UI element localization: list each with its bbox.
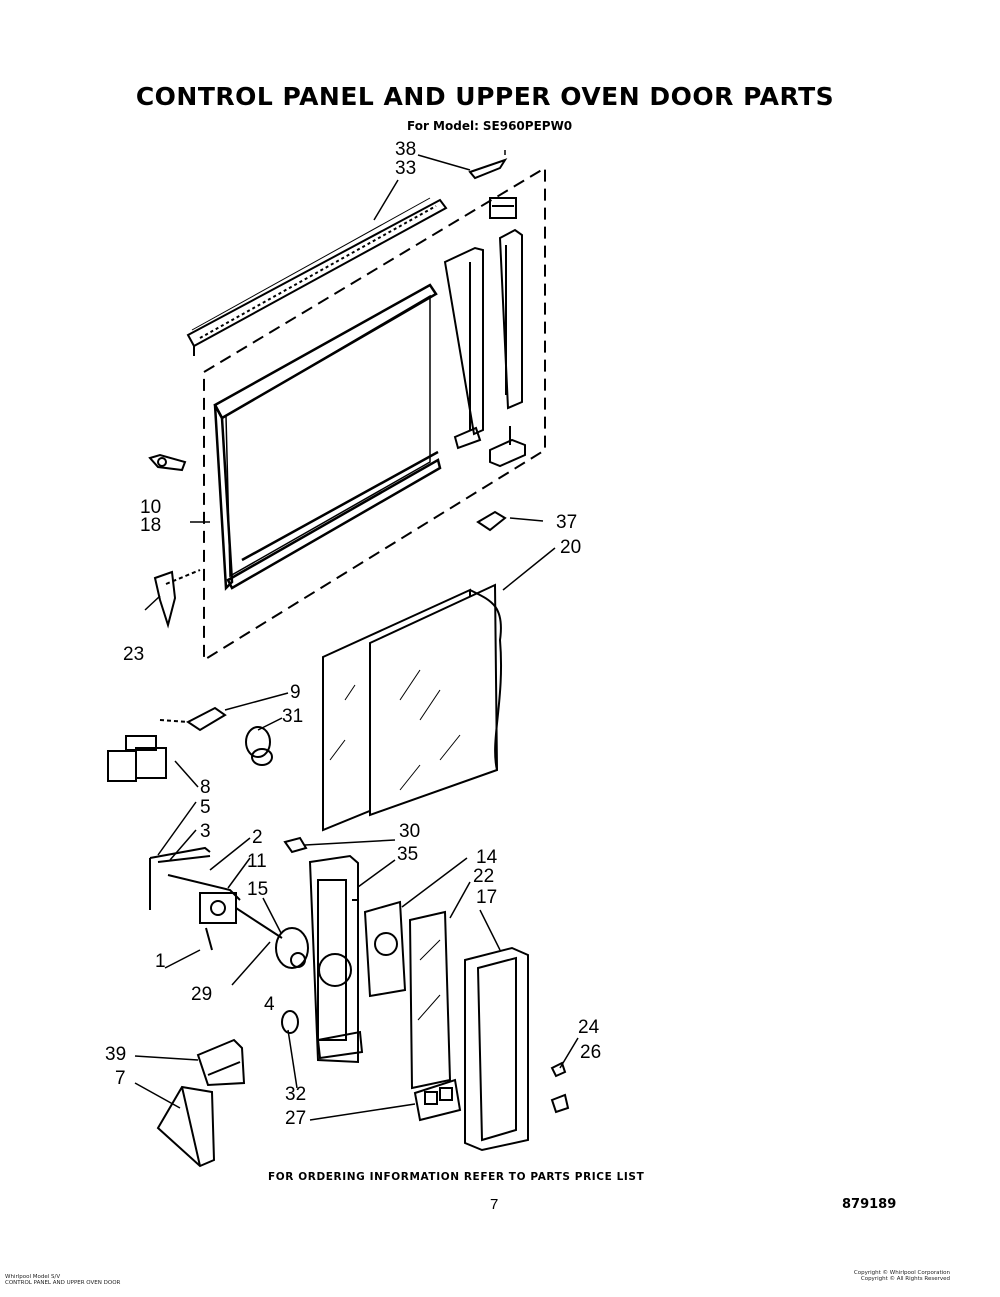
knob-32 [281, 1010, 299, 1034]
top-trim-strip [186, 197, 448, 356]
bottom-left-caption: Whirlpool Model S/V CONTROL PANEL AND UP… [5, 1274, 120, 1286]
switch-plate-27 [413, 1078, 462, 1122]
callout-10: 10 [140, 497, 162, 518]
bottom-left-line2: CONTROL PANEL AND UPPER OVEN DOOR [5, 1280, 121, 1286]
glass-panels [322, 583, 503, 832]
callout-17: 17 [476, 887, 498, 908]
glass-22 [408, 910, 452, 1090]
door-frame [213, 283, 442, 591]
relay-8 [107, 735, 167, 782]
callout-18: 18 [140, 515, 162, 536]
callout-7: 7 [115, 1068, 126, 1089]
corner-bracket-top [489, 197, 517, 219]
bracket-39 [196, 1038, 246, 1087]
callout-5: 5 [200, 797, 211, 818]
model-label: For Model: [407, 119, 479, 133]
diagram-number: 879189 [842, 1197, 897, 1212]
model-line: For Model:SE960PEPW0 [403, 119, 572, 133]
inner-frame-vertical [443, 246, 484, 450]
dial-29 [275, 927, 309, 969]
thermostat-assembly [149, 846, 283, 951]
screw-26 [550, 1093, 570, 1114]
callout-32: 32 [285, 1084, 307, 1105]
clock-14 [363, 900, 407, 998]
callout-26: 26 [580, 1042, 602, 1063]
callout-37: 37 [556, 512, 578, 533]
callout-4: 4 [264, 994, 275, 1015]
hinge-23 [153, 569, 201, 629]
bottom-left-line1: Whirlpool Model S/V [5, 1274, 61, 1280]
callout-29: 29 [191, 984, 213, 1005]
bottom-right-line1: Copyright © Whirlpool Corporation [853, 1270, 950, 1276]
side-channel-right [498, 228, 523, 410]
callout-14: 14 [476, 847, 498, 868]
callout-9: 9 [290, 682, 301, 703]
callout-24: 24 [578, 1017, 600, 1038]
control-panel-35 [308, 854, 364, 1064]
callout-38: 38 [395, 139, 417, 160]
page-title: CONTROL PANEL AND UPPER OVEN DOOR PARTS [135, 82, 835, 111]
callout-39: 39 [105, 1044, 127, 1065]
callout-20: 20 [560, 537, 582, 558]
callout-27: 27 [285, 1108, 307, 1129]
clip-38 [468, 158, 508, 180]
callout-31: 31 [282, 706, 304, 727]
callout-1: 1 [155, 951, 166, 972]
bracket-37 [476, 510, 507, 532]
leader-lines [134, 150, 579, 1121]
switch-9 [159, 706, 227, 732]
callout-2: 2 [252, 827, 263, 848]
callout-22: 22 [473, 866, 495, 887]
callout-33: 33 [395, 158, 417, 179]
trim-frame-17 [464, 946, 529, 1152]
model-number: SE960PEPW0 [482, 119, 573, 133]
callout-11: 11 [247, 851, 267, 872]
callout-30: 30 [399, 821, 421, 842]
bottom-right-line2: Copyright © All Rights Reserved [860, 1276, 950, 1282]
cover-7 [156, 1085, 216, 1168]
callout-15: 15 [247, 879, 269, 900]
knob-31 [245, 726, 273, 766]
callout-8: 8 [200, 777, 211, 798]
ordering-note: FOR ORDERING INFORMATION REFER TO PARTS … [268, 1171, 645, 1183]
screw-24 [550, 1061, 567, 1078]
corner-bracket-bottom [489, 426, 526, 468]
bottom-right-caption: Copyright © Whirlpool Corporation Copyri… [790, 1270, 950, 1282]
callout-3: 3 [200, 821, 211, 842]
callout-23: 23 [123, 644, 145, 665]
callout-35: 35 [397, 844, 419, 865]
hinge-pin-10 [148, 453, 187, 472]
screw-30 [283, 836, 308, 854]
page-number: 7 [490, 1196, 499, 1213]
